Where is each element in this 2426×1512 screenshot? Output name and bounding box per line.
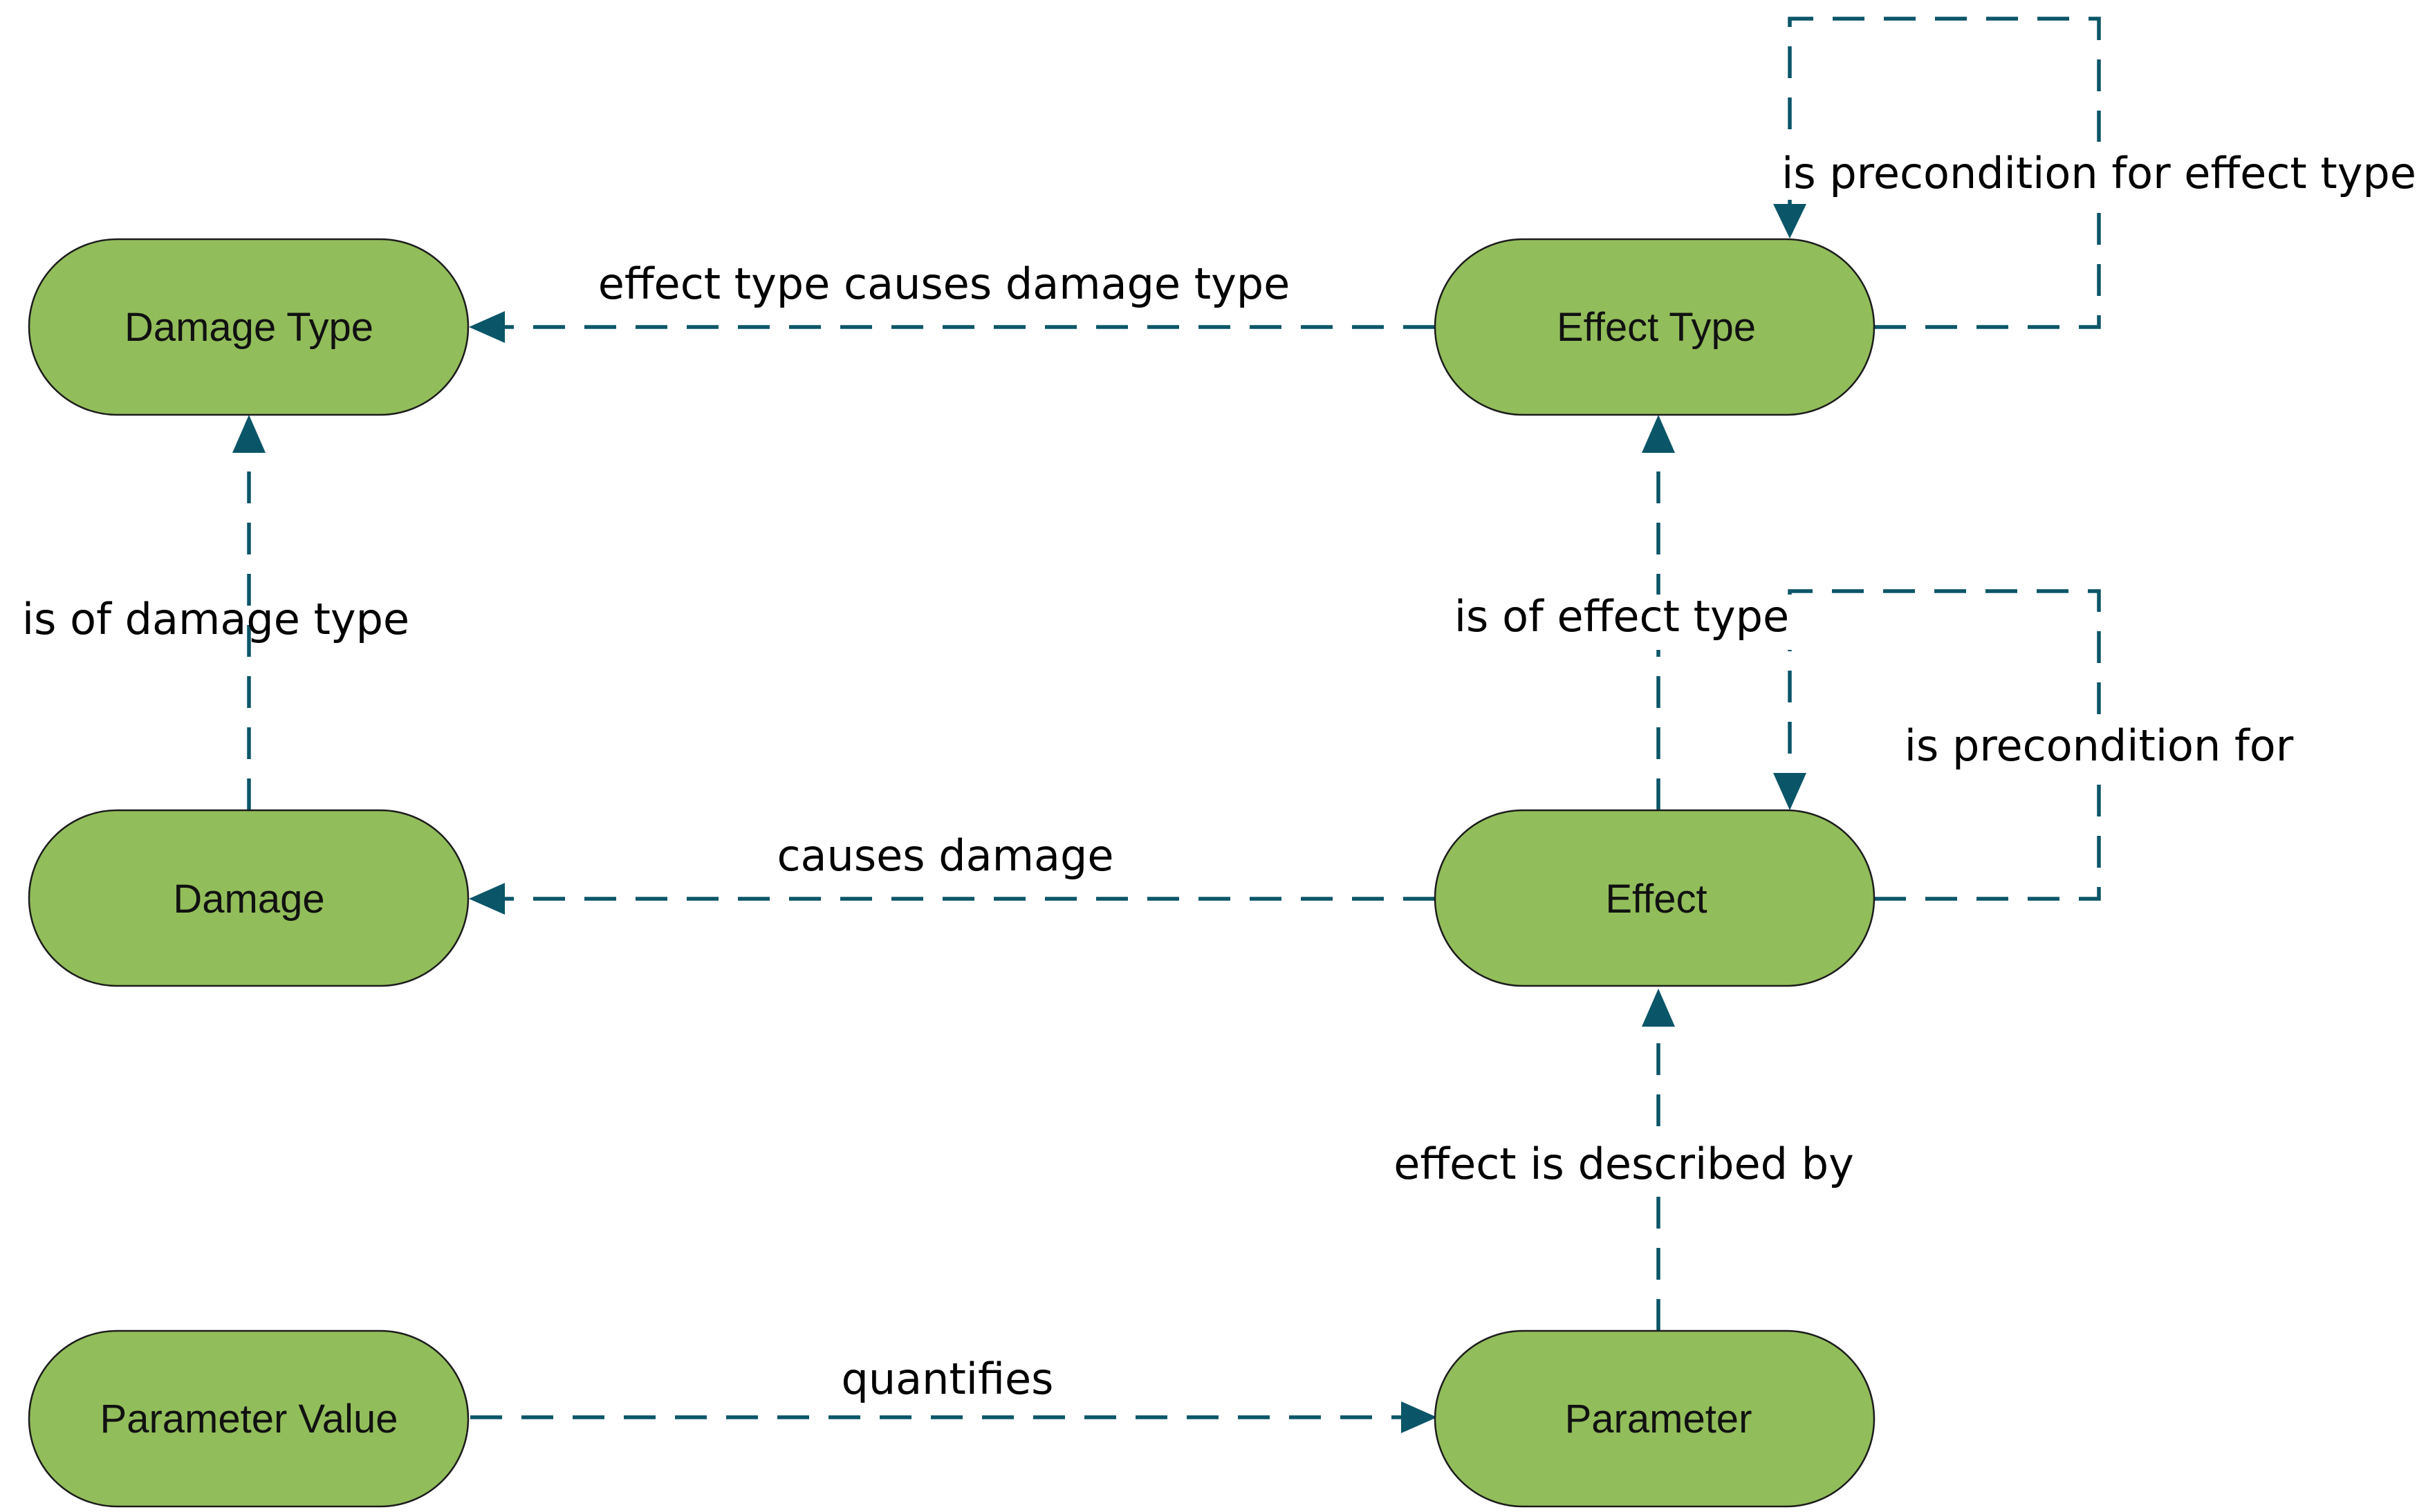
node-shape bbox=[28, 809, 470, 987]
arrowhead-damage-type bbox=[469, 311, 505, 343]
label-quantifies: quantifies bbox=[842, 1354, 1054, 1404]
node-damage[interactable]: Damage bbox=[28, 809, 470, 987]
node-label: Parameter bbox=[1565, 1397, 1752, 1441]
label-causes-damage: causes damage bbox=[777, 830, 1113, 881]
node-label: Effect Type bbox=[1557, 305, 1756, 350]
arrowhead-effect-loop bbox=[1773, 773, 1806, 810]
node-shape bbox=[28, 1329, 470, 1508]
node-shape bbox=[1434, 1329, 1876, 1508]
label-is-precondition-for: is precondition for bbox=[1905, 720, 2294, 771]
node-label: Damage Type bbox=[124, 305, 373, 350]
arrowhead-damage bbox=[469, 883, 505, 915]
node-parameter-value[interactable]: Parameter Value bbox=[28, 1329, 470, 1508]
label-bg bbox=[1632, 595, 1798, 650]
label-is-precondition-for-effect-type: is precondition for effect type bbox=[1781, 148, 2416, 198]
arrowhead-effect-type-from-effect bbox=[1642, 415, 1675, 453]
label-bg bbox=[1774, 142, 2426, 197]
label-is-of-damage-type: is of damage type bbox=[22, 594, 409, 644]
label-is-of-effect-type: is of effect type bbox=[1454, 591, 1789, 642]
arrowhead-effect-type-loop bbox=[1773, 204, 1806, 239]
node-label: Parameter Value bbox=[100, 1397, 398, 1441]
label-effect-type-causes-damage-type: effect type causes damage type bbox=[598, 259, 1290, 309]
node-damage-type[interactable]: Damage Type bbox=[28, 238, 470, 416]
node-parameter[interactable]: Parameter bbox=[1434, 1329, 1876, 1508]
edge-is-precondition-for-effect-type bbox=[1788, 17, 2101, 329]
node-label: Damage bbox=[173, 877, 324, 922]
edge-labels: effect type causes damage type is precon… bbox=[22, 142, 2426, 1404]
label-bg bbox=[1625, 1141, 1694, 1196]
node-effect[interactable]: Effect bbox=[1434, 809, 1876, 987]
edges bbox=[232, 17, 2101, 1433]
node-label: Effect bbox=[1605, 877, 1707, 922]
node-shape bbox=[1434, 238, 1876, 416]
edge-is-precondition-for bbox=[1788, 589, 2101, 901]
arrowhead-effect-from-parameter bbox=[1642, 989, 1675, 1027]
arrowhead-damage-type-from-damage bbox=[232, 415, 266, 453]
label-effect-is-described-by: effect is described by bbox=[1393, 1139, 1854, 1189]
node-effect-type[interactable]: Effect Type bbox=[1434, 238, 1876, 416]
label-bg bbox=[1891, 716, 2306, 771]
node-shape bbox=[1434, 809, 1876, 987]
arrowhead-parameter bbox=[1401, 1401, 1437, 1433]
node-shape bbox=[28, 238, 470, 416]
